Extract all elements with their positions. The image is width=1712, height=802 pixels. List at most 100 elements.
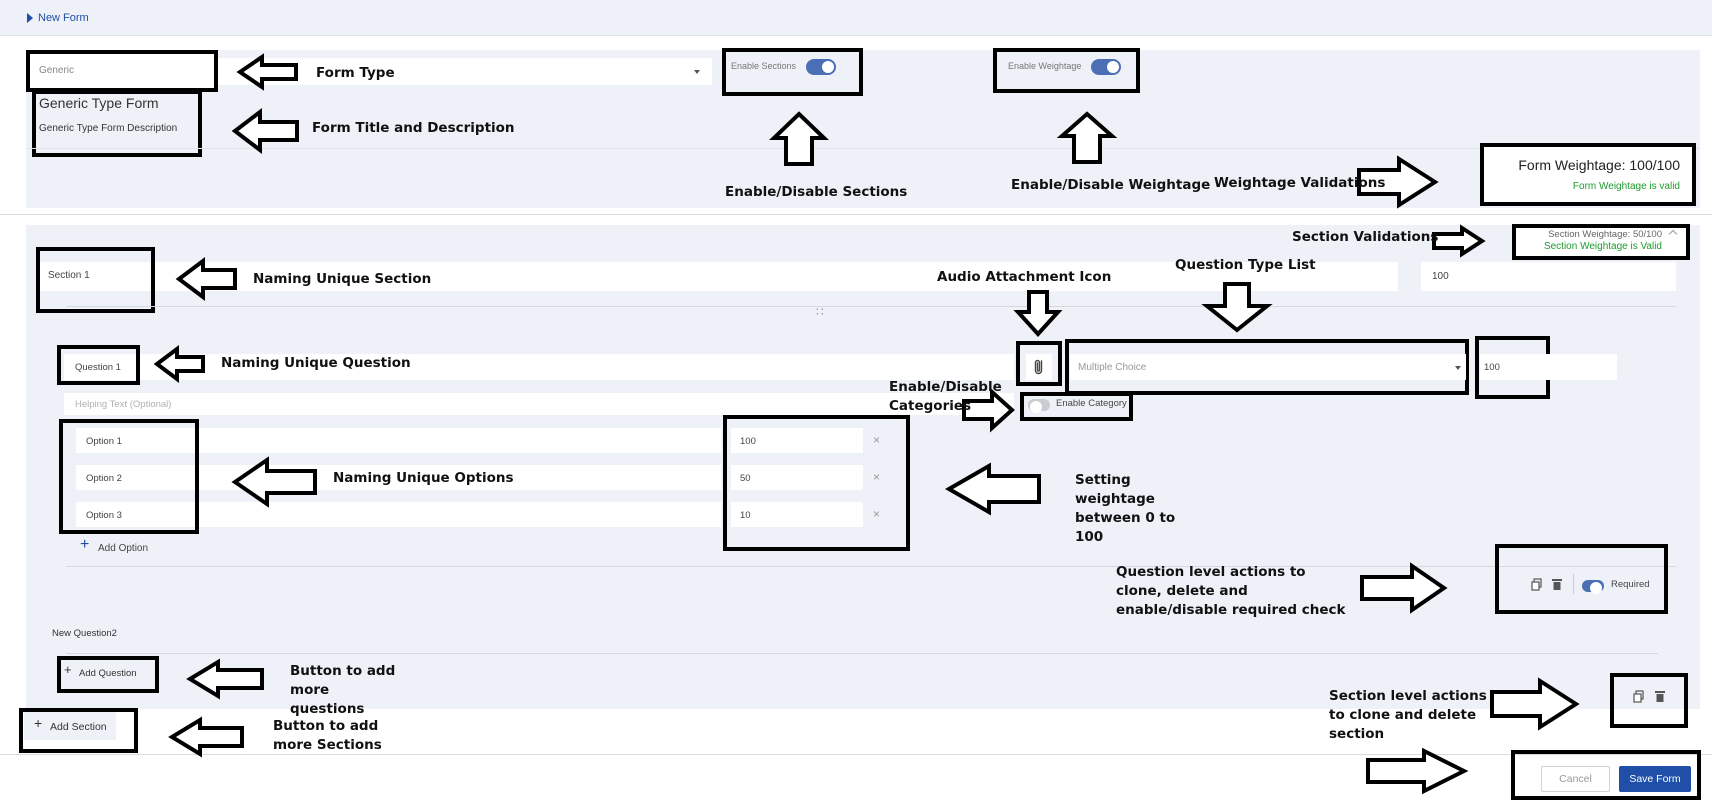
question-name: Question 1 — [75, 362, 121, 373]
section-name-input[interactable] — [38, 262, 1398, 291]
annotation-question-actions: Question level actions to clone, delete … — [1116, 564, 1346, 618]
arrow-question-actions — [1360, 562, 1448, 614]
arrow-add-questions — [186, 658, 264, 700]
form-type-value: Generic — [39, 65, 75, 76]
header-bar: New Form — [0, 0, 1712, 36]
section-weightage-text: Section Weightage: 50/100 — [1516, 229, 1662, 240]
arrow-title-desc — [231, 107, 299, 155]
new-question-title[interactable]: New Question2 — [52, 628, 117, 639]
chevron-down-icon — [1455, 366, 1461, 370]
question-actions-highlight — [1495, 544, 1668, 614]
question-weight-input[interactable]: 100 — [1480, 354, 1617, 380]
plus-icon: + — [64, 662, 72, 677]
annotation-setting-weightage: Setting weightage between 0 to 100 — [1075, 472, 1176, 545]
add-question-label: Add Question — [79, 668, 137, 679]
annotation-section-validations: Section Validations — [1292, 229, 1439, 245]
option-1-input[interactable] — [76, 428, 721, 453]
option-3-weight: 10 — [740, 510, 751, 521]
arrow-question-type — [1201, 282, 1273, 333]
annotation-naming-section: Naming Unique Section — [253, 271, 432, 287]
form-description[interactable]: Generic Type Form Description — [39, 123, 178, 134]
enable-sections-highlight — [722, 48, 863, 96]
options-highlight — [59, 419, 199, 534]
helping-text-input[interactable] — [64, 393, 1014, 415]
arrow-enable-categories — [962, 387, 1015, 433]
question-type-value: Multiple Choice — [1078, 362, 1147, 373]
cancel-button[interactable]: Cancel — [1541, 766, 1610, 792]
delete-question-icon[interactable] — [1552, 578, 1562, 590]
form-title-highlight — [32, 90, 202, 157]
question-divider — [66, 566, 1676, 567]
section-divider — [66, 306, 1676, 307]
enable-category-label: Enable Category — [1056, 398, 1127, 409]
caret-right-icon[interactable] — [27, 13, 33, 23]
option-2-label: Option 2 — [86, 473, 122, 484]
enable-category-toggle[interactable] — [1028, 399, 1050, 413]
remove-option-2-icon[interactable]: × — [873, 470, 881, 484]
option-2-weight-input[interactable]: 50 — [731, 465, 863, 490]
clone-question-icon[interactable] — [1531, 578, 1543, 591]
remove-option-1-icon[interactable]: × — [873, 433, 881, 447]
paperclip-icon — [1034, 359, 1043, 375]
chevron-down-icon — [694, 70, 700, 74]
add-question-highlight — [57, 656, 159, 693]
enable-sections-toggle[interactable] — [806, 59, 836, 75]
arrow-enable-sections — [769, 111, 829, 166]
enable-weightage-toggle[interactable] — [1091, 59, 1121, 75]
option-1-weight: 100 — [740, 436, 756, 447]
option-2-input[interactable] — [76, 465, 721, 490]
form-weightage-text: Form Weightage: 100/100 — [1480, 157, 1680, 173]
clone-section-icon[interactable] — [1633, 690, 1645, 703]
section-weight: 100 — [1432, 271, 1449, 282]
question-divider-2 — [66, 653, 1658, 654]
form-weightage-label: Form Weightage: — [1518, 157, 1626, 173]
arrow-setting-weightage — [944, 462, 1041, 516]
divider — [26, 148, 1700, 149]
drag-handle-icon[interactable]: ∷ — [816, 305, 824, 319]
form-title[interactable]: Generic Type Form — [39, 95, 159, 111]
plus-icon: + — [80, 536, 90, 553]
form-weightage-box — [1480, 143, 1696, 206]
form-weightage-value: 100/100 — [1629, 157, 1680, 173]
arrow-naming-question — [153, 345, 205, 383]
option-3-weight-input[interactable]: 10 — [731, 502, 863, 527]
section-weightage-box — [1512, 224, 1690, 260]
option-weights-highlight — [723, 415, 910, 551]
option-3-input[interactable] — [76, 502, 721, 527]
annotation-title-desc: Form Title and Description — [312, 120, 515, 136]
question-type-highlight — [1065, 339, 1469, 395]
annotation-question-type-list: Question Type List — [1175, 257, 1316, 273]
required-toggle[interactable] — [1582, 580, 1604, 594]
add-section-label: Add Section — [50, 721, 107, 733]
annotation-enable-categories: Enable/Disable Categories — [889, 379, 1002, 414]
audio-attachment-button[interactable] — [1026, 354, 1052, 380]
remove-option-3-icon[interactable]: × — [873, 507, 881, 521]
arrow-section-validations — [1432, 224, 1486, 258]
annotation-add-questions: Button to add more questions — [290, 663, 396, 717]
option-2-weight: 50 — [740, 473, 751, 484]
form-header-title[interactable]: New Form — [38, 12, 89, 24]
section-name: Section 1 — [48, 270, 90, 281]
arrow-add-sections — [168, 716, 244, 758]
annotation-naming-options: Naming Unique Options — [333, 470, 514, 486]
arrow-audio-icon — [1013, 290, 1063, 337]
arrow-weightage-validations — [1357, 155, 1439, 209]
question-weight: 100 — [1484, 362, 1500, 373]
question-type-dropdown[interactable]: Multiple Choice — [1070, 354, 1466, 380]
annotation-naming-question: Naming Unique Question — [221, 355, 411, 371]
add-option-label: Add Option — [98, 543, 149, 554]
arrow-form-buttons — [1366, 747, 1469, 795]
save-form-button[interactable]: Save Form — [1619, 766, 1691, 792]
arrow-enable-weightage — [1056, 111, 1118, 164]
delete-section-icon[interactable] — [1655, 690, 1665, 702]
option-1-label: Option 1 — [86, 436, 122, 447]
annotation-enable-sections: Enable/Disable Sections — [725, 184, 908, 200]
annotation-enable-weightage: Enable/Disable Weightage — [1011, 177, 1211, 193]
option-1-weight-input[interactable]: 100 — [731, 428, 863, 453]
cancel-label: Cancel — [1559, 773, 1592, 785]
question-name-input[interactable] — [64, 354, 1014, 380]
add-section-highlight — [19, 708, 138, 753]
plus-icon: + — [34, 715, 43, 731]
section-weight-input[interactable]: 100 — [1421, 262, 1676, 291]
enable-sections-label: Enable Sections — [731, 61, 797, 71]
